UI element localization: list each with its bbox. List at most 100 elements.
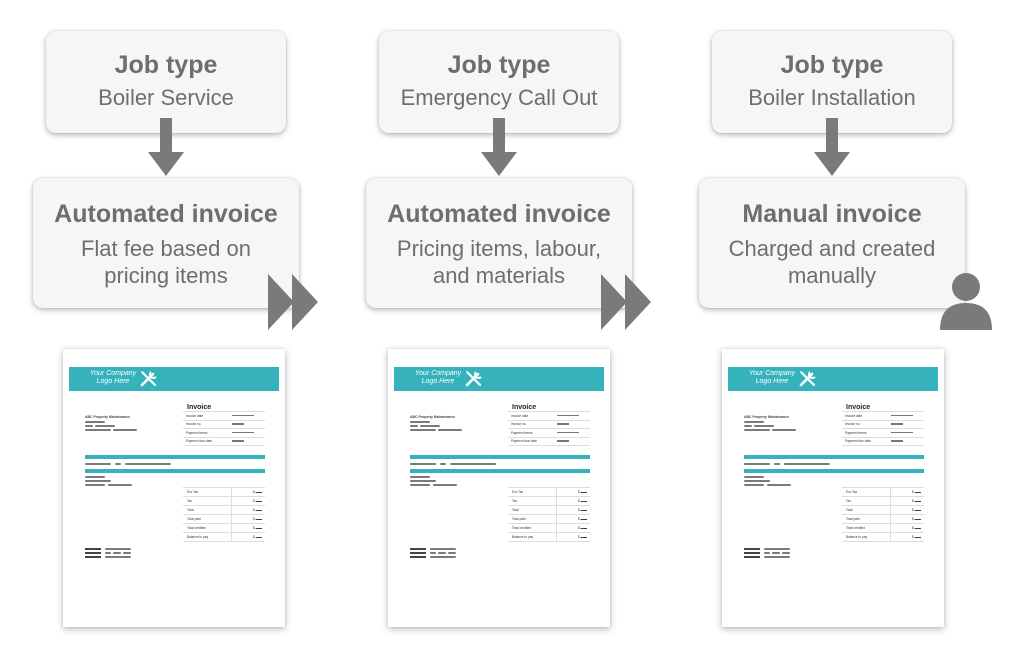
invoice-document-1: Your Company Logo Here Invoice ABC Prope… [63,349,285,627]
invoice-type-description: Flat fee based on pricing items [80,236,251,288]
section-divider [744,469,924,473]
line-item-text [85,463,111,465]
line-item-text [440,463,446,465]
line-item-text [744,476,764,478]
line-item-text [410,484,430,486]
invoice-type-title: Automated invoice [387,200,611,228]
invoice-document-3: Your Company Logo Here Invoice ABC Prope… [722,349,944,627]
down-arrow-icon [814,118,850,176]
line-item-text [744,480,770,482]
payment-info-icon [410,556,426,558]
invoice-document-2: Your Company Logo Here Invoice ABC Prope… [388,349,610,627]
line-item-text [410,476,430,478]
invoice-box-2: Automated invoice Pricing items, labour,… [366,178,632,308]
down-arrow-icon [481,118,517,176]
line-item-text [774,463,780,465]
payment-info-line [764,548,790,550]
invoice-type-title: Manual invoice [742,200,922,228]
payment-info-icon [85,548,101,550]
invoice-doc-title: Invoice [187,404,212,411]
company-name: ABC Property Maintenance [410,415,456,419]
job-type-value: Boiler Service [98,85,234,110]
payment-info-icon [744,556,760,558]
address-line [744,429,770,431]
payment-info-icon [85,552,101,554]
address-line [95,425,115,427]
invoice-type-title: Automated invoice [54,200,278,228]
line-item-text [767,484,791,486]
line-item-text [108,484,132,486]
line-item-text [125,463,171,465]
invoice-type-description: Charged and created manually [728,236,936,288]
down-arrow-icon [148,118,184,176]
line-item-text [85,480,111,482]
section-divider [85,455,265,459]
invoice-header-bar: Your Company Logo Here [394,367,604,391]
line-item-text [85,476,105,478]
company-logo-placeholder: Your Company Logo Here [414,370,462,385]
section-divider [410,455,590,459]
invoice-doc-title: Invoice [846,404,871,411]
address-line [85,421,105,423]
line-item-text [744,463,770,465]
address-line [85,425,93,427]
line-item-text [450,463,496,465]
job-type-box-2: Job type Emergency Call Out [379,31,619,133]
invoice-type-description: Pricing items, labour, and materials [396,236,602,288]
company-name: ABC Property Maintenance [744,415,790,419]
user-icon [940,273,992,330]
line-item-text [410,480,436,482]
job-type-value: Emergency Call Out [400,85,598,110]
payment-info-icon [85,556,101,558]
payment-info-icon [744,552,760,554]
payment-info-line [782,552,790,554]
payment-info-line [430,556,456,558]
address-line [754,425,774,427]
invoice-meta-table: Invoice date Invoice no. Payment terms P… [183,411,265,446]
payment-info-line [105,548,131,550]
job-type-value: Boiler Installation [748,85,916,110]
line-item-text [433,484,457,486]
job-type-box-3: Job type Boiler Installation [712,31,952,133]
invoice-box-3: Manual invoice Charged and created manua… [699,178,965,308]
job-type-label: Job type [447,51,551,79]
payment-info-line [123,552,131,554]
tools-icon [465,371,482,387]
line-item-text [410,463,436,465]
invoice-meta-table: Invoice date Invoice no. Payment terms P… [842,411,924,446]
payment-info-icon [410,548,426,550]
payment-info-line [105,552,111,554]
payment-info-line [764,556,790,558]
payment-info-icon [744,548,760,550]
payment-info-line [448,552,456,554]
payment-info-line [105,556,131,558]
line-item-text [784,463,830,465]
line-item-text [115,463,121,465]
section-divider [85,469,265,473]
tools-icon [140,371,157,387]
invoice-header-bar: Your Company Logo Here [728,367,938,391]
address-line [113,429,137,431]
section-divider [744,455,924,459]
invoice-box-1: Automated invoice Flat fee based on pric… [33,178,299,308]
company-logo-placeholder: Your Company Logo Here [89,370,137,385]
address-line [410,425,418,427]
payment-info-icon [410,552,426,554]
job-type-label: Job type [780,51,884,79]
address-line [772,429,796,431]
double-chevron-icon [601,274,651,330]
invoice-totals-table: Exc Tax$ ▬▬ Tax$ ▬▬ Total$ ▬▬ Total paid… [508,487,590,542]
double-chevron-icon [268,274,318,330]
address-line [410,429,436,431]
payment-info-line [430,548,456,550]
invoice-totals-table: Exc Tax$ ▬▬ Tax$ ▬▬ Total$ ▬▬ Total paid… [842,487,924,542]
line-item-text [85,484,105,486]
address-line [744,421,764,423]
payment-info-line [772,552,780,554]
payment-info-line [113,552,121,554]
address-line [410,421,430,423]
payment-info-line [430,552,436,554]
company-name: ABC Property Maintenance [85,415,131,419]
section-divider [410,469,590,473]
payment-info-line [438,552,446,554]
